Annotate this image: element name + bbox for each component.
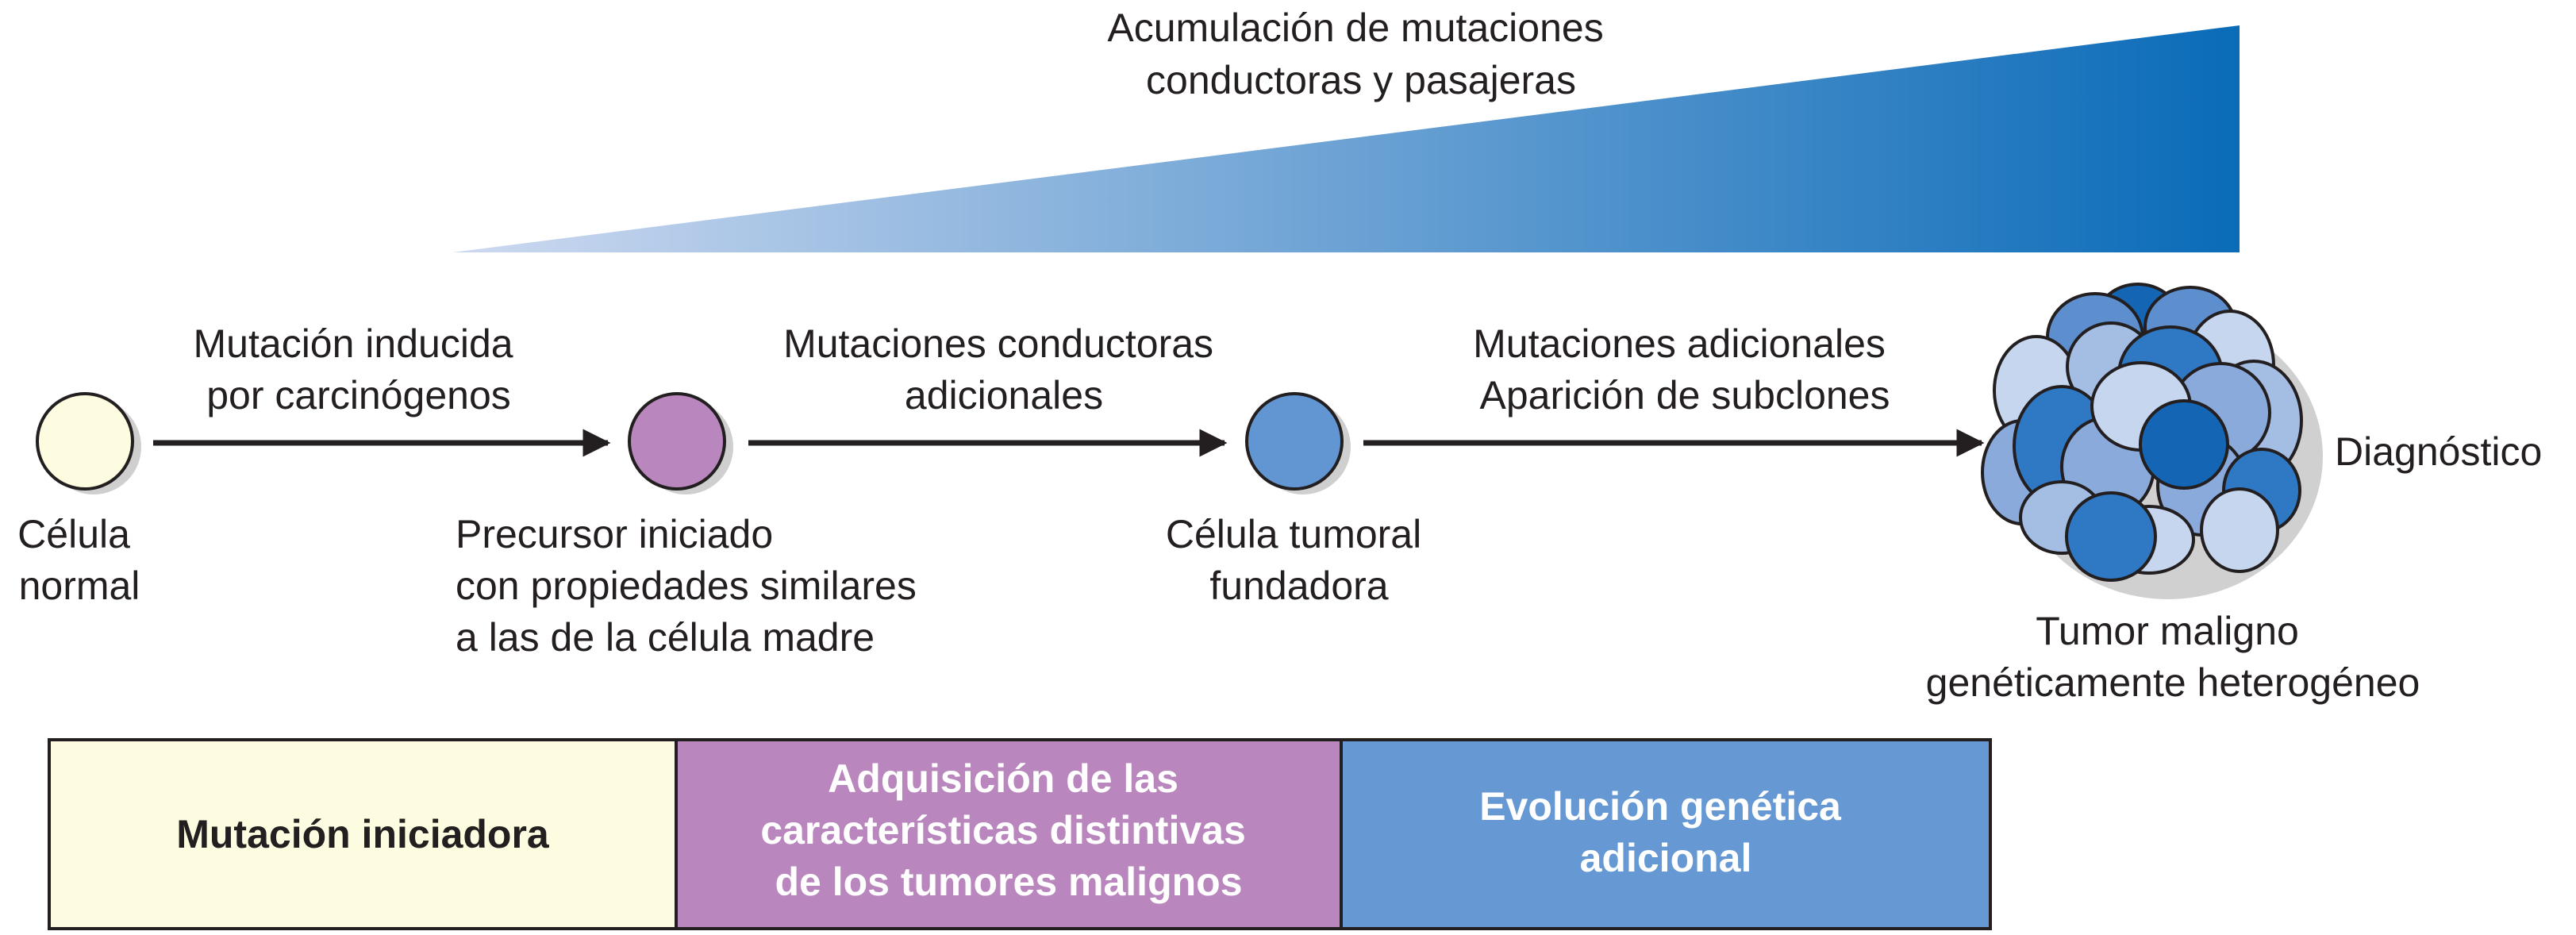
tumor-label: Tumor maligno genéticamente heterogéneo — [1926, 609, 2420, 705]
tumor-subclone-cell — [2065, 491, 2157, 582]
precursor-label-line-2: con propiedades similares — [456, 564, 917, 608]
tumor-subclone-cell — [2200, 487, 2279, 573]
stage-box-initiating-mutation — [48, 738, 678, 930]
tumor-label-line-2: genéticamente heterogéneo — [1926, 660, 2420, 705]
founder-cell-label: Célula tumoral fundadora — [1166, 512, 1432, 608]
stage-3-label-line-2: adicional — [1580, 836, 1752, 880]
precursor-label-line-3: a las de la célula madre — [456, 615, 875, 660]
arrow-2-label: Mutaciones conductoras adicionales — [783, 321, 1225, 417]
founder-tumor-cell — [1245, 392, 1344, 491]
accumulation-label: Acumulación de mutaciones conductoras y … — [1107, 6, 1614, 102]
arrow-3-label-line-2: Aparición de subclones — [1480, 373, 1890, 417]
founder-label-line-2: fundadora — [1209, 564, 1388, 608]
normal-cell-label-line-1: Célula — [17, 512, 130, 556]
accumulation-label-line-2: conductoras y pasajeras — [1146, 58, 1576, 102]
accumulation-label-line-1: Acumulación de mutaciones — [1107, 6, 1603, 50]
arrow-3-label-line-1: Mutaciones adicionales — [1473, 321, 1886, 366]
arrow-2-label-line-2: adicionales — [905, 373, 1103, 417]
arrow-1-label-line-2: por carcinógenos — [206, 373, 511, 417]
stage-2-label-line-2: características distintivas — [760, 808, 1245, 852]
diagnosis-label: Diagnóstico — [2335, 429, 2542, 474]
stage-box-genetic-evolution — [1340, 738, 1992, 930]
stage-2-label-line-3: de los tumores malignos — [775, 860, 1242, 904]
tumor-subclone-cell — [2139, 399, 2229, 490]
stage-label-initiating-mutation: Mutación iniciadora — [176, 812, 550, 856]
arrow-3-label: Mutaciones adicionales Aparición de subc… — [1473, 321, 1897, 417]
tumor-label-line-1: Tumor maligno — [2036, 609, 2299, 653]
arrow-2-label-line-1: Mutaciones conductoras — [783, 321, 1213, 366]
normal-cell-label-line-2: normal — [19, 564, 140, 608]
precursor-cell-label: Precursor iniciado con propiedades simil… — [456, 512, 928, 660]
founder-label-line-1: Célula tumoral — [1166, 512, 1421, 556]
precursor-label-line-1: Precursor iniciado — [456, 512, 773, 556]
stage-label-genetic-evolution: Evolución genética adicional — [1479, 784, 1852, 880]
normal-cell-label: Célula normal — [17, 512, 141, 608]
stage-2-label-line-1: Adquisición de las — [828, 756, 1178, 801]
arrow-1-label-line-1: Mutación inducida — [194, 321, 513, 366]
stage-1-label-line-1: Mutación iniciadora — [176, 812, 550, 856]
stage-3-label-line-1: Evolución genética — [1479, 784, 1842, 829]
arrow-1-label: Mutación inducida por carcinógenos — [194, 321, 525, 417]
stage-label-hallmarks: Adquisición de las características disti… — [760, 756, 1256, 904]
heterogeneous-tumor-cluster — [1981, 283, 2323, 599]
mutation-accumulation-wedge — [452, 25, 2240, 252]
stage-box-hallmarks-acquisition — [675, 738, 1343, 930]
initiated-precursor-cell — [628, 392, 726, 491]
normal-cell — [36, 392, 134, 491]
